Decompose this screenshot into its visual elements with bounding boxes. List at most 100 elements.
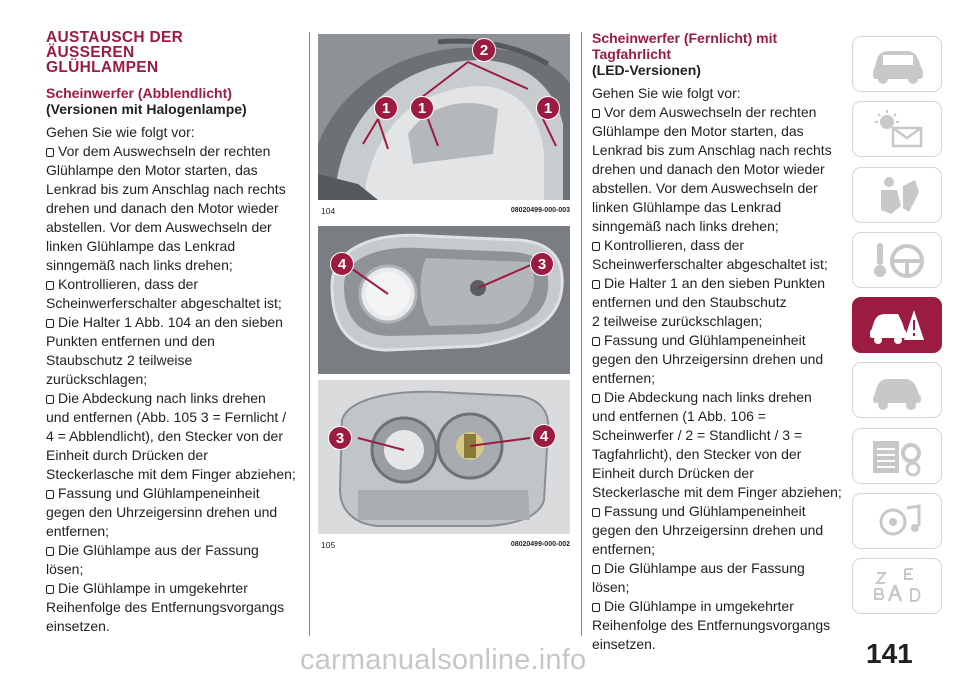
tab-multimedia[interactable] [852,493,942,550]
instruction-item-line: Lenkrad bis zum Anschlag nach rechts [46,181,286,197]
instruction-item-line: einsetzen. [46,618,110,634]
car-dashboard-icon [873,51,923,84]
instruction-item-line: entfernen; [592,370,656,386]
instruction-item: Die Glühlampe aus der Fassung [592,559,842,578]
instruction-item-line: abstellen. Vor dem Auswechseln der [592,180,818,196]
tab-starting-driving[interactable] [852,231,942,288]
index-icon [874,568,921,603]
subsection-title: Scheinwerfer (Abblendlicht) [46,85,232,101]
intro-text: Gehen Sie wie folgt vor: [592,85,741,101]
instruction-item-line: Glühlampe den Motor starten, das [592,123,804,139]
checkbox-bullet-icon [592,565,600,574]
page-number: 141 [866,638,913,669]
subsection-title: Scheinwerfer (Fernlicht) mit Tagfahrlich… [592,30,778,62]
tab-emergency[interactable] [852,297,942,354]
subsection-subtitle: (Versionen mit Halogenlampe) [46,101,247,117]
instruction-item-line: entfernen; [592,541,656,557]
safety-airbag-icon [881,176,919,214]
instruction-item-line: Steckerlasche mit dem Finger abziehen; [46,466,296,482]
instruction-item-line: sinngemäß nach links drehen; [592,218,779,234]
tab-index[interactable] [852,558,942,615]
callout-3: 3 [530,252,554,276]
instruction-item-line: sinngemäß nach links drehen; [46,257,233,273]
instruction-item-line: Glühlampe den Motor starten, das [46,162,258,178]
checkbox-bullet-icon [592,394,600,403]
watermark: carmanualsonline.info [300,644,587,676]
checkbox-bullet-icon [46,547,54,556]
subsection-subtitle: (LED-Versionen) [592,62,701,78]
headlamp-unit-illustration [318,380,570,534]
instruction-item: Die Glühlampe in umgekehrter [592,597,842,616]
instruction-item-line: Scheinwerferschalter abgeschaltet ist; [592,256,828,272]
callout-1b: 1 [410,96,434,120]
instruction-item-line: Reihenfolge des Entfernungsvorgangs [592,617,831,633]
figure-105-headlamp-back: 4 3 [318,226,570,374]
instruction-item: Die Abdeckung nach links drehen [46,389,298,408]
callout-2: 2 [472,38,496,62]
instruction-item-line: gegen den Uhrzeigersinn drehen und [592,522,824,538]
instruction-item-line: Scheinwerferschalter abgeschaltet ist; [46,295,282,311]
tab-safety[interactable] [852,166,942,223]
instruction-item-line: abstellen. Vor dem Auswechseln der [46,219,272,235]
instruction-item: Die Glühlampe aus der Fassung [46,541,298,560]
tab-dashboard[interactable] [852,36,942,92]
figure-104: 1 1 1 2 [318,34,570,200]
checkbox-bullet-icon [46,319,54,328]
tab-warning-lights[interactable] [852,101,942,158]
instruction-item-line: Scheinwerfer / 2 = Standlicht / 3 = [592,427,803,443]
checkbox-bullet-icon [592,242,600,251]
figure-105-headlamp-unit: 3 4 [318,380,570,534]
right-column: Scheinwerfer (Fernlicht) mit Tagfahrlich… [592,30,842,654]
instruction-item: Vor dem Auswechseln der rechten [46,142,298,161]
column-divider [581,32,582,636]
technical-data-icon [873,440,921,477]
figure-column: 1 1 1 2 104 08020499-000-003 4 3 [318,34,570,556]
intro-text: Gehen Sie wie folgt vor: [46,124,195,140]
tab-maintenance[interactable] [852,362,942,419]
instruction-item-line: drehen und danach den Motor wieder [592,161,825,177]
instruction-item: Fassung und Glühlampeneinheit [592,502,842,521]
instruction-item-line: einsetzen. [592,636,656,652]
checkbox-bullet-icon [46,490,54,499]
callout-1c: 1 [536,96,560,120]
instruction-item: Die Glühlampe in umgekehrter [46,579,298,598]
section-title: AUSTAUSCH DER ÄUSSEREN GLÜHLAMPEN [46,29,184,76]
checkbox-bullet-icon [46,395,54,404]
instruction-item-line: gegen den Uhrzeigersinn drehen und [592,351,824,367]
chapter-sidebar [852,36,942,624]
tab-technical-data[interactable] [852,427,942,484]
instruction-item-line: lösen; [592,579,630,595]
instruction-item: Kontrollieren, dass der [46,275,298,294]
instruction-item: Kontrollieren, dass der [592,236,842,255]
wheel-arch-illustration [318,34,570,200]
instruction-item-line: und entfernen (Abb. 105 3 = Fernlicht / [46,409,287,425]
instruction-item-line: zurückschlagen; [46,371,148,387]
instruction-item: Fassung und Glühlampeneinheit [46,484,298,503]
instruction-item-line: Reihenfolge des Entfernungsvorgangs [46,599,285,615]
warning-lights-icon [875,110,923,148]
checkbox-bullet-icon [46,148,54,157]
instruction-item: Die Abdeckung nach links drehen [592,388,842,407]
checkbox-bullet-icon [592,508,600,517]
instruction-item-line: lösen; [46,561,84,577]
instruction-item: Fassung und Glühlampeneinheit [592,331,842,350]
instruction-item: Vor dem Auswechseln der rechten [592,103,842,122]
callout-4-lower: 4 [532,424,556,448]
checkbox-bullet-icon [592,603,600,612]
instruction-item-line: linken Glühlampe das Lenkrad [46,238,236,254]
instruction-item-line: und entfernen (1 Abb. 106 = [592,408,766,424]
column-divider [309,32,310,636]
instruction-item-line: 4 = Abblendlicht), den Stecker von der [46,428,283,444]
instruction-item-line: entfernen und den Staubschutz [592,294,787,310]
instruction-item: Die Halter 1 Abb. 104 an den sieben [46,313,298,332]
instruction-item-line: Einheit durch Drücken der [46,447,208,463]
callout-4: 4 [330,252,354,276]
headlamp-back-illustration [318,226,570,374]
instruction-item-line: Punkten entfernen und den [46,333,215,349]
instruction-item-line: Staubschutz 2 teilweise [46,352,193,368]
instruction-item-line: Einheit durch Drücken der [592,465,754,481]
left-column: AUSTAUSCH DER ÄUSSEREN GLÜHLAMPEN Schein… [46,30,298,636]
instruction-item-line: drehen und danach den Motor wieder [46,200,279,216]
checkbox-bullet-icon [592,337,600,346]
